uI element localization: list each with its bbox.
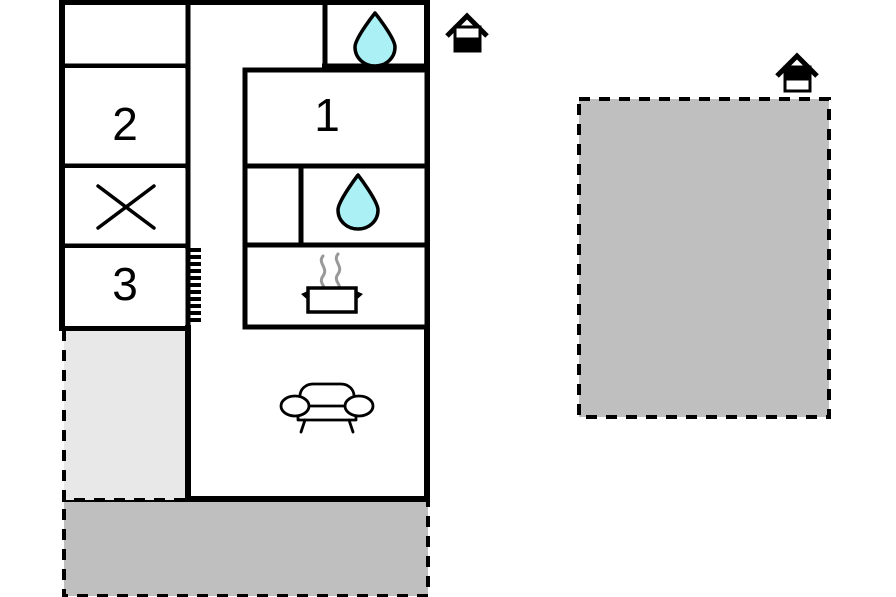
- terrace-dashed-border: [62, 330, 188, 502]
- water-drop-icon: [336, 173, 380, 231]
- stair-hatch: [189, 248, 201, 322]
- plot-area-front: [62, 498, 430, 597]
- bedroom-3: [65, 248, 185, 326]
- bedroom-2: [65, 68, 185, 164]
- bathroom-top: [322, 4, 427, 69]
- center-room-block: 1: [242, 67, 430, 330]
- plot-area-secondary: [577, 97, 831, 419]
- bedroom-2-label: 2: [112, 98, 138, 150]
- bedroom-3-label: 3: [112, 258, 138, 310]
- terrace: [64, 330, 188, 500]
- cooking-pot-icon: [301, 252, 363, 314]
- x-mark-icon: [96, 184, 156, 230]
- sofa-icon: [279, 382, 375, 434]
- house-entrance-icon: [445, 12, 489, 53]
- living-room: [279, 382, 375, 434]
- house-entrance-icon: [775, 52, 819, 93]
- left-room-block: 2 3: [63, 2, 191, 328]
- center-block-outline: [242, 67, 430, 330]
- water-drop-icon: [353, 11, 397, 68]
- bedroom-1-label: 1: [314, 89, 340, 141]
- hall-room: [65, 5, 185, 66]
